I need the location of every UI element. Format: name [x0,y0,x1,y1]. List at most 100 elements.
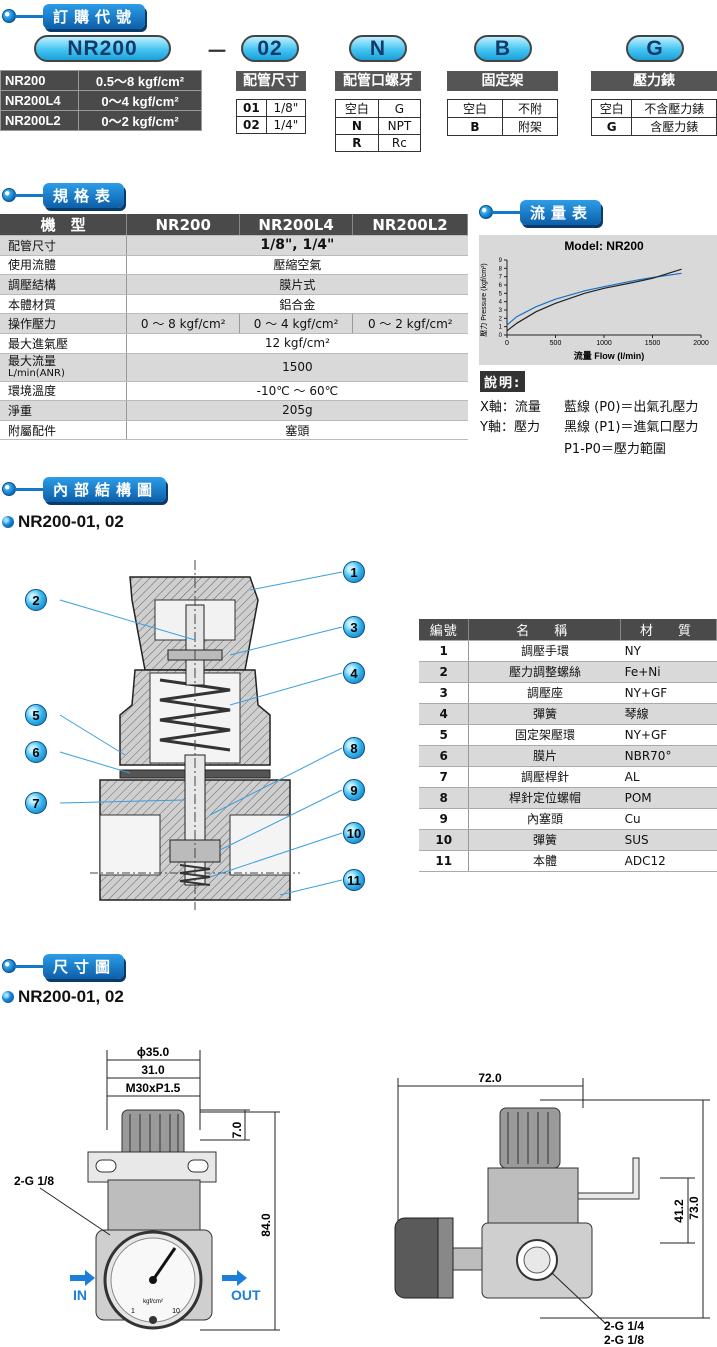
y-tick-label: 1 [499,325,503,331]
y-tick-label: 3 [499,308,503,314]
callout-8: 8 [343,737,365,759]
gauge-pill: G [626,35,684,62]
legend-range: P1-P0＝壓力範圍 [564,442,666,457]
thread-title: 配管口螺牙 [335,71,421,91]
model-pill: NR200 [34,35,171,62]
bracket-title: 固定架 [447,71,558,91]
callout-4: 4 [343,662,365,684]
bullet-icon [2,9,16,23]
in-arrow-icon [70,1270,95,1286]
bracket-pill: B [474,35,532,62]
cross-section-drawing [59,560,343,910]
port-title: 配管尺寸 [236,71,306,91]
internal-subtitle: NR200-01, 02 [2,512,124,532]
gauge-title: 壓力錶 [591,71,717,91]
legend-black: 黑線 (P1)＝進氣口壓力 [564,420,699,435]
chart-title: Model: NR200 [564,239,644,253]
bullet-icon [2,516,14,528]
x-tick-label: 2000 [693,340,709,347]
flow-chart: Model: NR200 壓力 Pressure (kgf/cm²) 流量 Fl… [479,235,717,365]
thread-pill: N [349,35,407,62]
gauge-min: 1 [131,1308,135,1315]
spec-header-row: 機 型 NR200 NR200L4 NR200L2 [0,214,468,236]
dimension-section-header: 尺寸圖 [2,953,125,979]
dim-side-height: 73.0 [687,1196,701,1220]
spec-row: 調壓結構膜片式 [0,274,468,295]
flow-section-title: 流量表 [520,199,602,225]
callout-10: 10 [343,822,365,844]
side-bonnet [487,1167,579,1224]
callout-9: 9 [343,779,365,801]
callout-11: 11 [343,869,365,891]
bullet-icon [2,991,14,1003]
dash: － [206,40,229,65]
order-section-header: 訂購代號 [2,3,146,29]
dim-thread: M30xP1.5 [126,1081,181,1095]
front-view-drawing: ϕ35.0 31.0 M30xP1.5 7.0 84.0 kgf/cm² 1 1… [14,1045,280,1331]
dim-top: 7.0 [230,1121,244,1138]
bullet-icon [2,188,16,202]
dim-width: 31.0 [141,1063,165,1077]
y-tick-label: 5 [499,291,503,297]
side-bracket [577,1157,640,1200]
x-tick-label: 1000 [596,340,612,347]
out-arrow-icon [222,1270,247,1286]
y-tick-label: 8 [499,266,503,272]
series-line-1 [506,272,682,326]
y-tick-label: 6 [499,283,503,289]
chart-series [506,268,682,332]
dim-port-left: 2-G 1/8 [14,1174,54,1188]
label-out: OUT [231,1287,261,1303]
callout-2: 2 [25,589,47,611]
y-tick-label: 4 [499,300,503,306]
side-view-drawing: 72.0 73.0 41.2 2-G 1/4 2-G 1/8 [394,1071,710,1347]
leader-lines [59,571,343,896]
dim-port-2: 2-G 1/8 [604,1333,644,1347]
dim-phi: ϕ35.0 [137,1045,170,1059]
callout-7: 7 [25,792,47,814]
gauge-unit: kgf/cm² [143,1299,163,1305]
dim-port-1: 2-G 1/4 [604,1319,644,1333]
spec-section-title: 規格表 [43,182,125,208]
y-tick-label: 9 [499,258,503,264]
legend-x: X軸：流量 [480,400,541,415]
callout-3: 3 [343,616,365,638]
dimension-subtitle: NR200-01, 02 [2,987,124,1007]
callout-1: 1 [343,561,365,583]
parts-header-row: 編號 名 稱 材 質 [419,619,717,641]
spec-row: 本體材質鋁合金 [0,294,468,315]
bullet-icon [479,205,493,219]
spec-row: 附屬配件塞頭 [0,420,468,441]
y-tick-label: 7 [499,275,503,281]
main-spring [159,678,231,752]
internal-section-header: 內部結構圖 [2,476,167,502]
port-pill: 02 [241,35,299,62]
label-in: IN [73,1287,87,1303]
gauge-max: 10 [172,1308,180,1315]
legend-title: 說明: [480,371,526,392]
series-line-2 [506,268,682,332]
order-section-title: 訂購代號 [43,3,146,29]
dim-side-width: 72.0 [478,1071,502,1085]
legend-blue: 藍線 (P0)＝出氣孔壓力 [564,400,699,415]
x-tick-label: 1500 [645,340,661,347]
spec-row: 使用流體壓縮空氣 [0,255,468,276]
front-bonnet [107,1179,201,1231]
bullet-icon [2,482,16,496]
